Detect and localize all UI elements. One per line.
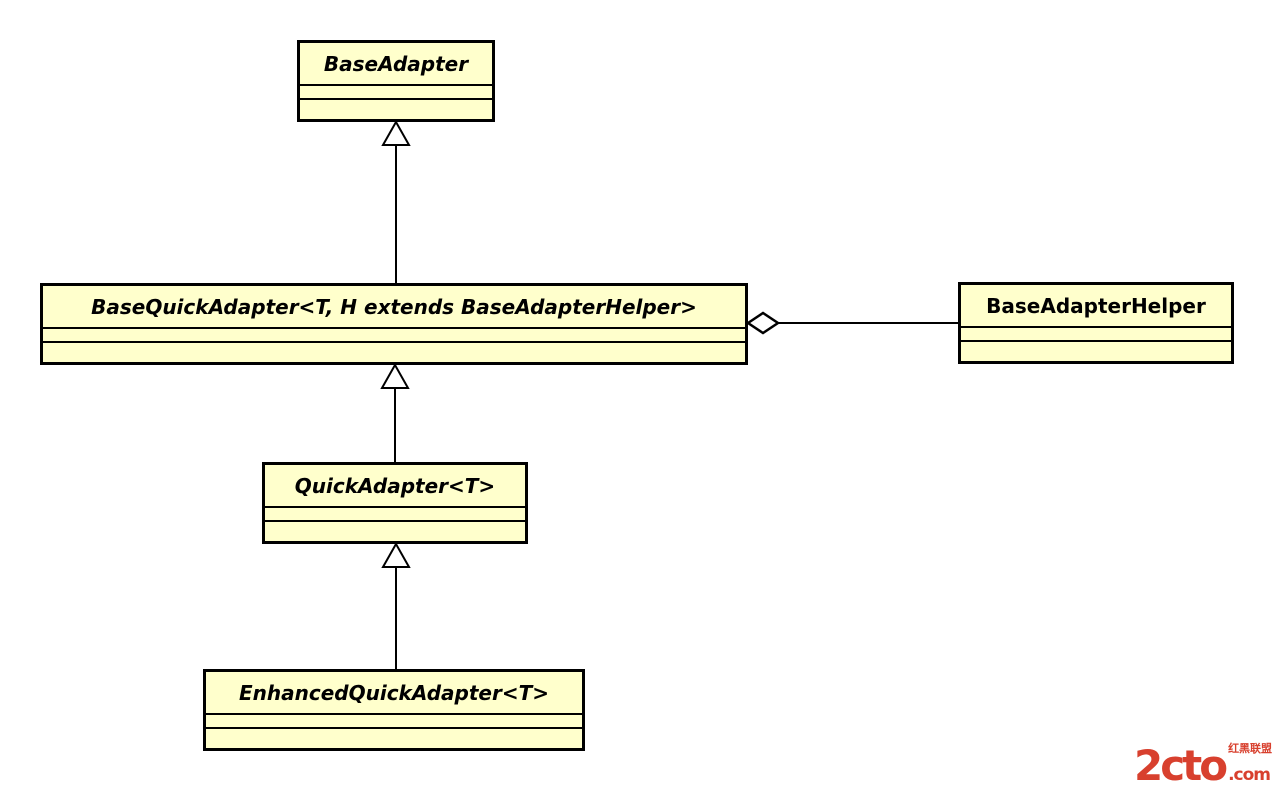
methods-compartment — [300, 98, 492, 119]
methods-compartment — [961, 340, 1231, 361]
inheritance-triangle-icon — [380, 362, 410, 389]
site-name-cn-text: 红黑联盟 — [1228, 742, 1273, 755]
generalization-enhancedquickadapter-to-quickadapter — [381, 541, 411, 669]
class-box-baseadapterhelper: BaseAdapterHelper — [958, 282, 1234, 364]
methods-compartment — [206, 727, 582, 748]
generalization-quickadapter-to-basequickadapter — [380, 362, 410, 462]
class-box-basequickadapter: BaseQuickAdapter<T, H extends BaseAdapte… — [40, 283, 748, 365]
attributes-compartment — [43, 327, 745, 341]
logo-right-column: 红黑联盟 .com — [1228, 742, 1273, 785]
class-name: QuickAdapter<T> — [294, 473, 496, 498]
class-name: BaseAdapter — [323, 51, 469, 76]
inheritance-triangle-icon — [381, 119, 411, 146]
generalization-basequickadapter-to-baseadapter — [381, 119, 411, 283]
2cto-brand-text: 2cto — [1134, 741, 1228, 790]
class-name: BaseAdapterHelper — [986, 293, 1206, 318]
class-box-enhancedquickadapter: EnhancedQuickAdapter<T> — [203, 669, 585, 751]
class-box-baseadapter: BaseAdapter — [297, 40, 495, 122]
class-box-quickadapter: QuickAdapter<T> — [262, 462, 528, 544]
class-name: EnhancedQuickAdapter<T> — [239, 680, 549, 705]
aggregation-diamond-icon — [745, 311, 781, 335]
attributes-compartment — [206, 713, 582, 727]
methods-compartment — [265, 520, 525, 541]
methods-compartment — [43, 341, 745, 362]
logo-com-text: .com — [1228, 764, 1271, 785]
attributes-compartment — [300, 84, 492, 98]
class-name: BaseQuickAdapter<T, H extends BaseAdapte… — [91, 294, 697, 319]
inheritance-triangle-icon — [381, 541, 411, 568]
attributes-compartment — [961, 326, 1231, 340]
2cto-watermark-logo: 2cto 红黑联盟 .com — [1134, 739, 1273, 790]
aggregation-basequickadapter-baseadapterhelper — [745, 311, 958, 335]
attributes-compartment — [265, 506, 525, 520]
